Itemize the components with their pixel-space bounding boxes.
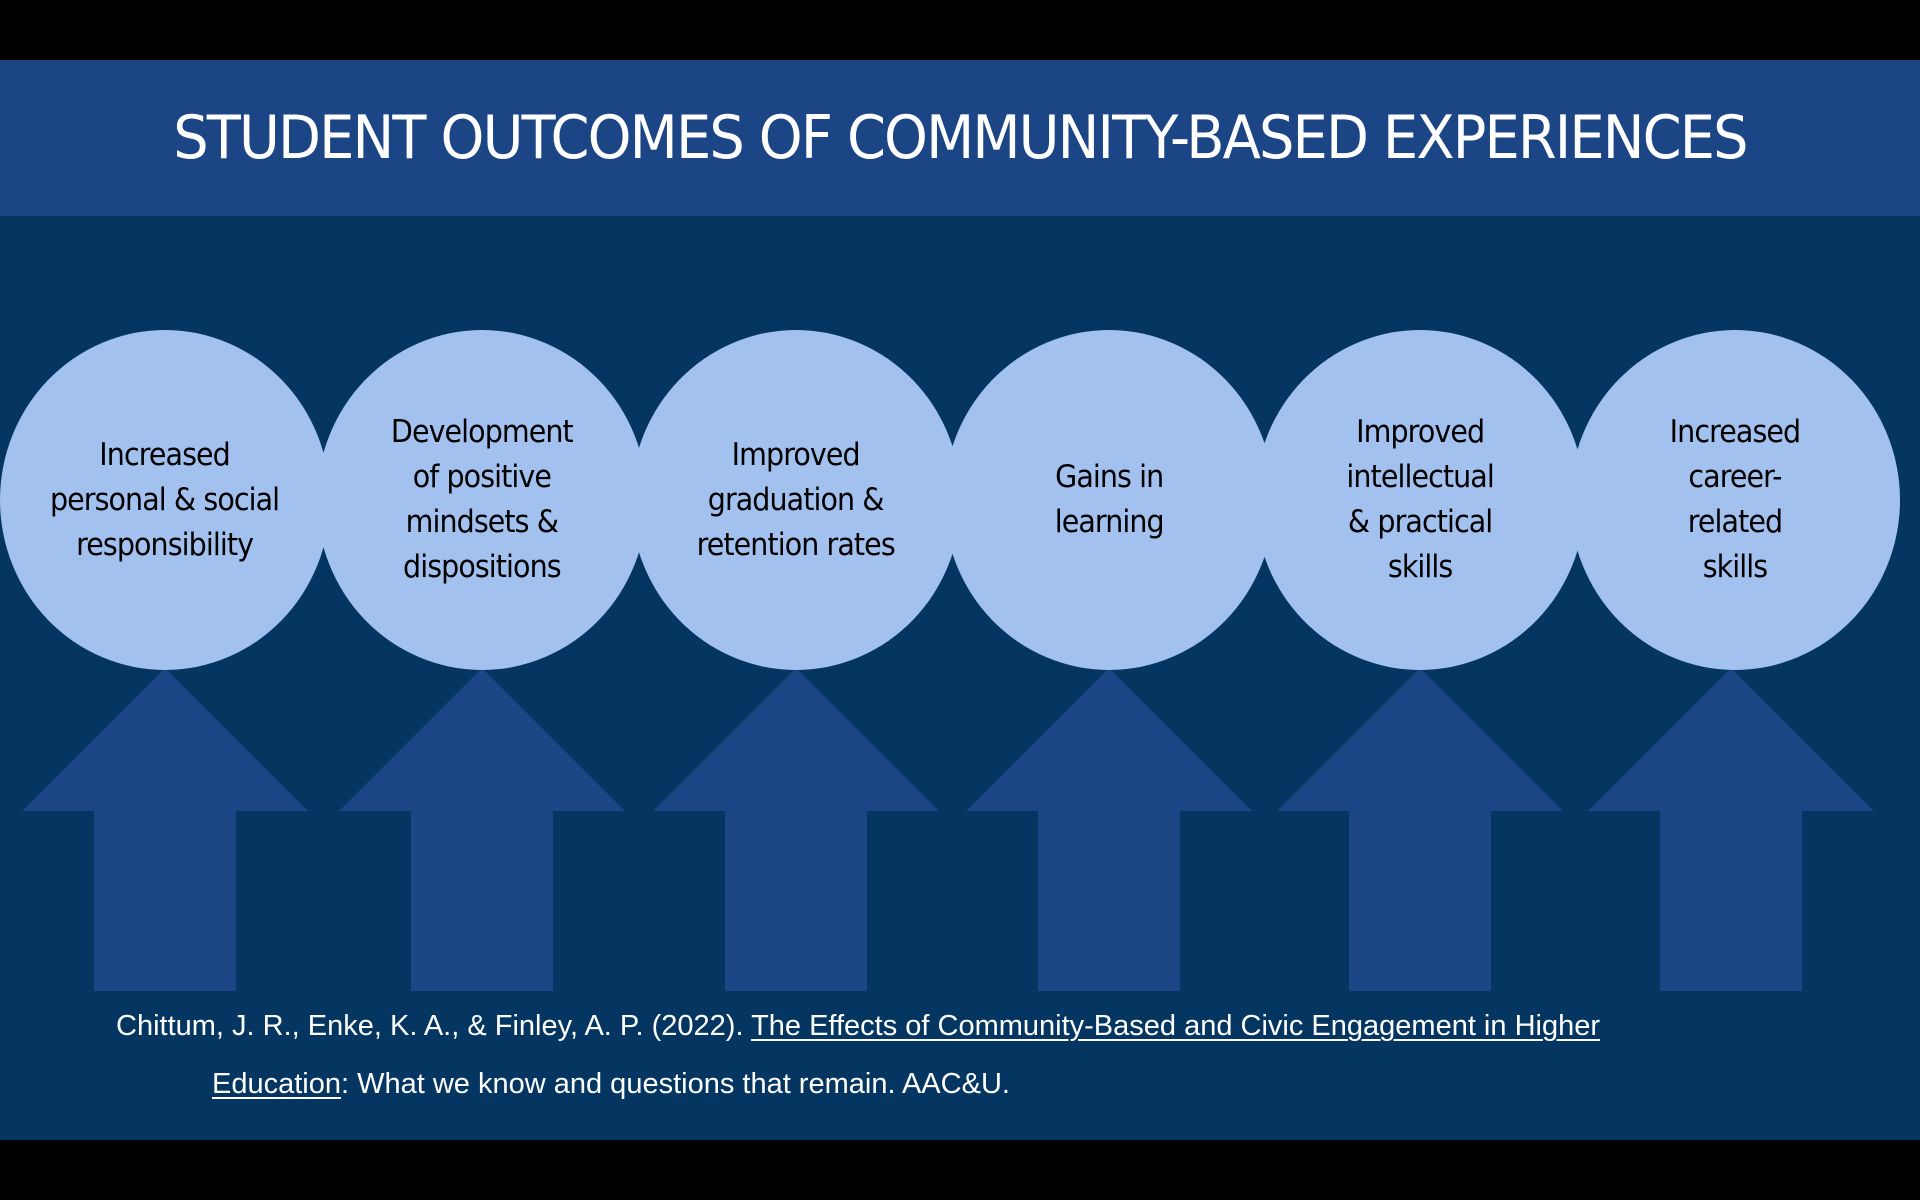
citation-rest: : What we know and questions that remain… xyxy=(341,1068,1010,1100)
outcome-circle-career-related-skills: Increased career- related skills xyxy=(1570,330,1900,670)
slide-title: STUDENT OUTCOMES OF COMMUNITY-BASED EXPE… xyxy=(173,103,1748,173)
up-arrow-icon xyxy=(339,668,625,991)
outcome-circle-gains-in-learning: Gains in learning xyxy=(944,330,1274,670)
outcome-label: Increased career- related skills xyxy=(1669,414,1801,585)
outcome-circle-positive-mindsets: Development of positive mindsets & dispo… xyxy=(317,330,647,670)
outcome-circle-graduation-retention: Improved graduation & retention rates xyxy=(631,330,961,670)
up-arrow-icon xyxy=(653,668,939,991)
outcome-label: Improved graduation & retention rates xyxy=(696,436,896,563)
outcome-circle-intellectual-practical-skills: Improved intellectual & practical skills xyxy=(1255,330,1585,670)
citation-line-2: Education: What we know and questions th… xyxy=(212,1068,1920,1101)
up-arrow-icon xyxy=(22,668,308,991)
citation-authors: Chittum, J. R., Enke, K. A., & Finley, A… xyxy=(116,1010,752,1042)
citation-title-link[interactable]: The Effects of Community-Based and Civic… xyxy=(751,1010,1600,1042)
title-band: STUDENT OUTCOMES OF COMMUNITY-BASED EXPE… xyxy=(0,60,1920,216)
up-arrow-icon xyxy=(1588,668,1874,991)
outcome-label: Development of positive mindsets & dispo… xyxy=(391,414,574,585)
citation-title-link-continued[interactable]: Education xyxy=(212,1068,341,1100)
outcome-label: Increased personal & social responsibili… xyxy=(50,436,280,563)
citation-line-1: Chittum, J. R., Enke, K. A., & Finley, A… xyxy=(116,1010,1920,1043)
outcome-circle-personal-social-responsibility: Increased personal & social responsibili… xyxy=(0,330,330,670)
outcome-label: Improved intellectual & practical skills xyxy=(1346,414,1494,585)
slide: STUDENT OUTCOMES OF COMMUNITY-BASED EXPE… xyxy=(0,60,1920,1140)
outcome-label: Gains in learning xyxy=(1054,459,1165,540)
up-arrow-icon xyxy=(966,668,1252,991)
up-arrow-icon xyxy=(1277,668,1563,991)
